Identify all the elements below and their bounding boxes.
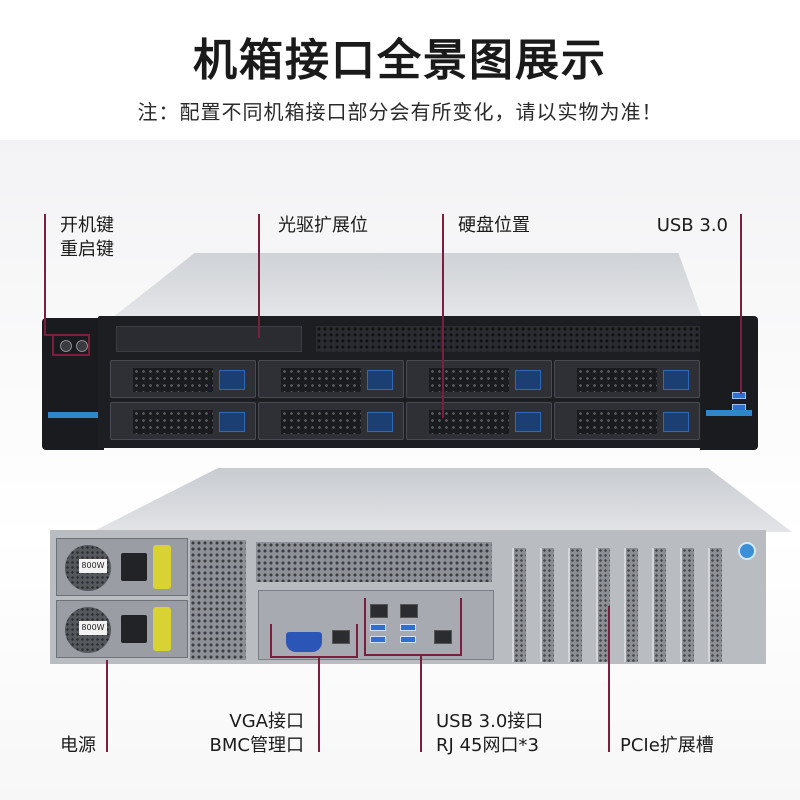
drive-latch — [367, 412, 393, 432]
left-ear-accent — [48, 412, 98, 418]
rear-usb-port-icon — [400, 636, 416, 643]
front-panel — [98, 316, 710, 448]
callout-tick-power — [44, 334, 52, 336]
drive-bay — [110, 402, 256, 440]
drive-grill — [281, 368, 361, 392]
bmc-port-icon — [332, 630, 350, 644]
callout-line-power — [44, 214, 46, 334]
label-drive-bays: 硬盘位置 — [458, 215, 530, 236]
pcie-slot — [512, 548, 526, 662]
pcie-slot — [624, 548, 638, 662]
pcie-slot — [568, 548, 582, 662]
power-supply-unit: 800W — [56, 600, 188, 658]
drive-grill — [429, 410, 509, 434]
callout-box-usb-rj45 — [364, 598, 462, 656]
pcie-slot — [540, 548, 554, 662]
rear-chassis-top — [92, 468, 792, 532]
drive-bay — [258, 360, 404, 398]
psu-plug-icon — [121, 553, 147, 581]
front-usb-port-icon — [732, 392, 746, 399]
label-reset-button: 重启键 — [60, 239, 114, 260]
psu-plug-icon — [121, 615, 147, 643]
chassis-thumbscrew-icon — [738, 542, 756, 560]
callout-line-front-usb — [740, 214, 742, 394]
front-chassis-top — [112, 253, 702, 318]
optical-drive-bay — [116, 326, 302, 352]
drive-latch — [515, 370, 541, 390]
drive-grill — [133, 368, 213, 392]
rj45-port-icon — [434, 630, 452, 644]
pcie-slot — [596, 548, 610, 662]
callout-line-optical — [258, 214, 260, 338]
rear-usb-port-icon — [370, 624, 386, 631]
callout-line-psu — [106, 660, 108, 752]
psu-handle — [153, 607, 171, 651]
drive-bay — [110, 360, 256, 398]
drive-bay — [554, 402, 700, 440]
drive-grill — [577, 410, 657, 434]
psu-rating: 800W — [79, 621, 107, 635]
drive-bay — [406, 360, 552, 398]
rear-vent-top — [256, 542, 492, 582]
psu-handle — [153, 545, 171, 589]
pcie-slot — [652, 548, 666, 662]
front-right-ear — [700, 316, 758, 450]
label-power-button: 开机键 — [60, 215, 114, 236]
power-supply-unit: 800W — [56, 538, 188, 596]
callout-line-vga-bmc — [318, 658, 320, 752]
drive-bay — [258, 402, 404, 440]
callout-line-drives — [442, 214, 444, 418]
drive-grill — [429, 368, 509, 392]
drive-latch — [219, 412, 245, 432]
psu-rating: 800W — [79, 559, 107, 573]
label-optical-bay: 光驱扩展位 — [278, 215, 368, 236]
page-note: 注：配置不同机箱接口部分会有所变化，请以实物为准！ — [137, 100, 663, 124]
power-button-icon — [60, 340, 72, 352]
drive-bay — [554, 360, 700, 398]
front-vent — [316, 326, 700, 352]
vga-port-icon — [286, 632, 322, 652]
rj45-port-icon — [370, 604, 388, 618]
rear-vent-left — [190, 540, 246, 660]
label-pcie: PCIe扩展槽 — [620, 735, 714, 756]
rj45-port-icon — [400, 604, 418, 618]
callout-line-pcie — [608, 606, 610, 752]
callout-box-power — [52, 334, 90, 356]
rear-usb-port-icon — [400, 624, 416, 631]
drive-grill — [281, 410, 361, 434]
drive-bay — [406, 402, 552, 440]
pcie-slot — [680, 548, 694, 662]
drive-latch — [515, 412, 541, 432]
label-vga: VGA接口 — [229, 711, 304, 732]
pcie-slot — [708, 548, 722, 662]
right-ear-accent — [706, 410, 752, 416]
drive-grill — [133, 410, 213, 434]
drive-latch — [219, 370, 245, 390]
callout-box-vga-bmc — [270, 624, 358, 658]
drive-grill — [577, 368, 657, 392]
label-bmc: BMC管理口 — [209, 735, 304, 756]
label-power-supply: 电源 — [60, 735, 96, 756]
drive-latch — [663, 412, 689, 432]
reset-button-icon — [76, 340, 88, 352]
drive-latch — [663, 370, 689, 390]
label-front-usb: USB 3.0 — [656, 215, 728, 236]
callout-line-usb-rj45 — [420, 656, 422, 752]
rear-usb-port-icon — [370, 636, 386, 643]
label-rj45: RJ 45网口*3 — [436, 735, 539, 756]
label-rear-usb: USB 3.0接口 — [436, 711, 544, 732]
page-title: 机箱接口全景图展示 — [193, 35, 607, 86]
drive-latch — [367, 370, 393, 390]
